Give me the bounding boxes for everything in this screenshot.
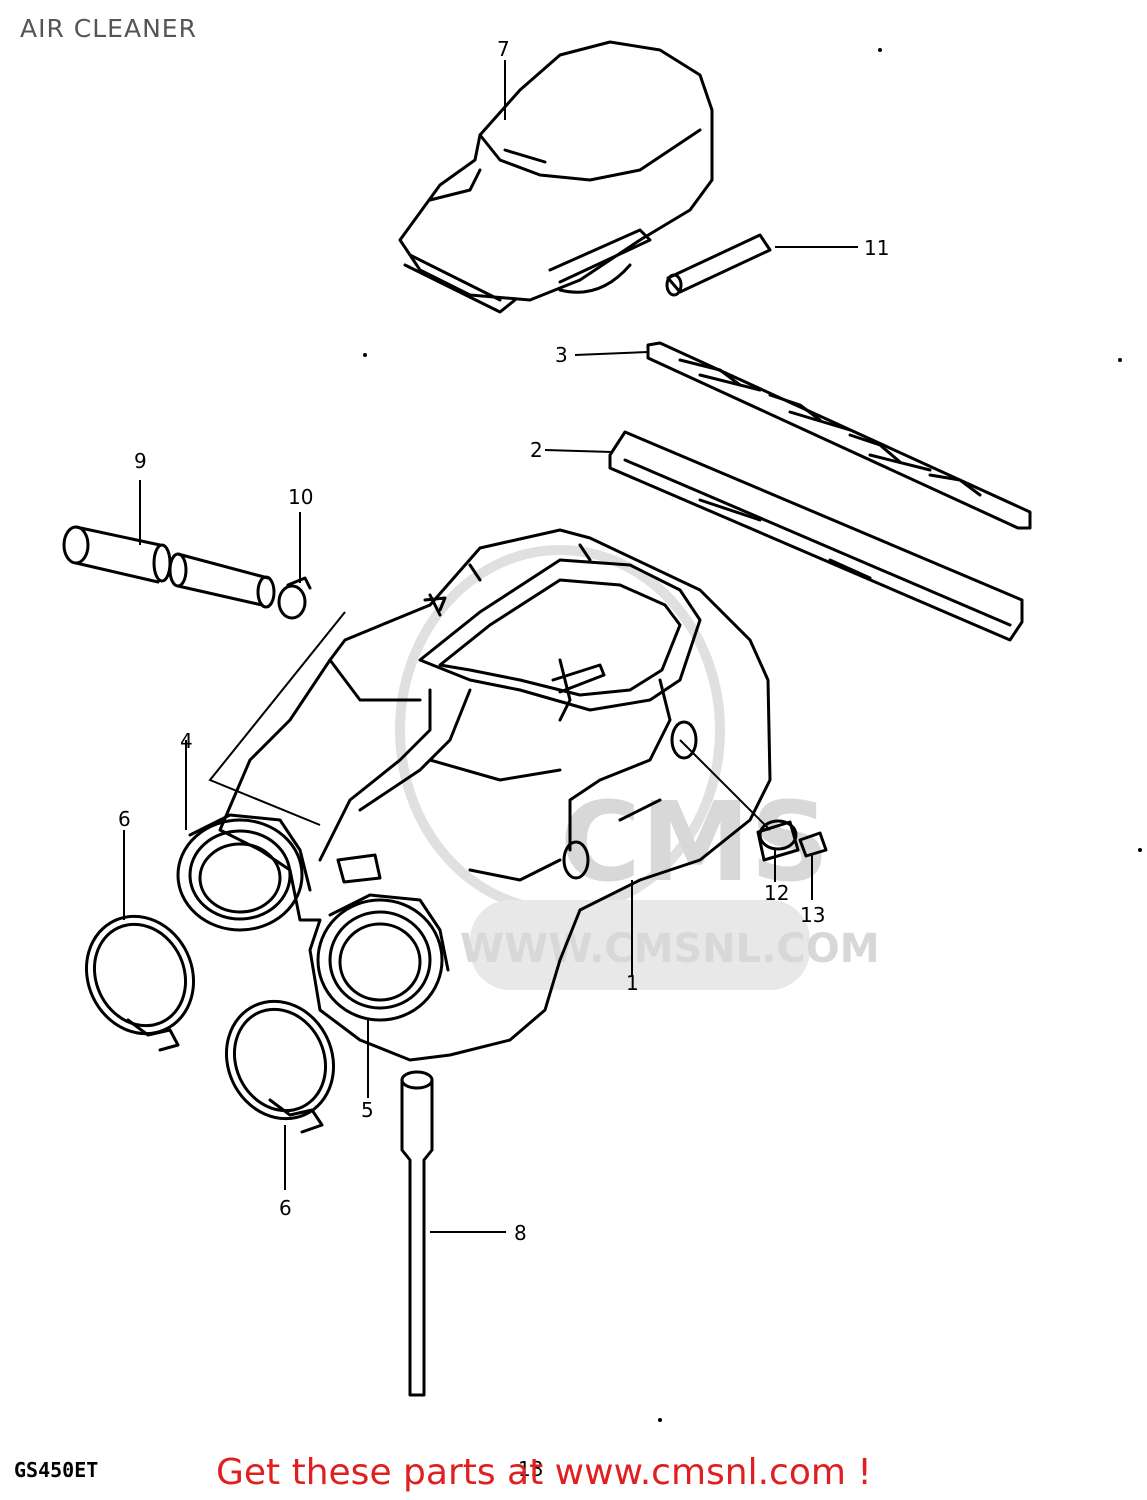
watermark: CMS WWW.CMSNL.COM (395, 545, 880, 990)
callout-3: 3 (555, 343, 568, 367)
part-11-pin (665, 233, 772, 297)
part-4-intake-boot (176, 813, 312, 932)
callout-6-lower: 6 (279, 1196, 292, 1220)
part-13-collar (798, 831, 828, 858)
part-10-hose-clip (277, 576, 312, 620)
page-ref: 13 (518, 1457, 543, 1481)
callout-5: 5 (361, 1098, 374, 1122)
part-9-breather-hose (62, 525, 276, 609)
part-2-filter-element (608, 430, 1024, 642)
callout-13: 13 (800, 903, 825, 927)
callout-8: 8 (514, 1221, 527, 1245)
part-3-filter-cage (646, 341, 1032, 530)
callout-9: 9 (134, 449, 147, 473)
model-code: GS450ET (14, 1458, 99, 1482)
part-8-drain-tube (400, 1070, 434, 1397)
callout-11: 11 (864, 236, 889, 260)
callout-10: 10 (288, 485, 313, 509)
callout-4: 4 (180, 729, 193, 753)
callout-7: 7 (497, 37, 510, 61)
part-6-hose-clamp-upper (84, 914, 196, 1052)
part-6-hose-clamp-lower (224, 999, 336, 1134)
part-1-air-cleaner-box (218, 528, 772, 1062)
part-5-intake-boot (316, 893, 450, 1022)
callout-6-upper: 6 (118, 807, 131, 831)
air-cleaner-cover (398, 40, 714, 314)
part-12-grommet (756, 819, 800, 862)
callout-1: 1 (626, 971, 639, 995)
callout-2: 2 (530, 438, 543, 462)
watermark-brand: CMS (560, 778, 829, 906)
watermark-url: WWW.CMSNL.COM (460, 926, 880, 972)
callout-12: 12 (764, 881, 789, 905)
page-title: AIR CLEANER (20, 14, 197, 43)
promo-link[interactable]: Get these parts at www.cmsnl.com ! (216, 1452, 872, 1493)
